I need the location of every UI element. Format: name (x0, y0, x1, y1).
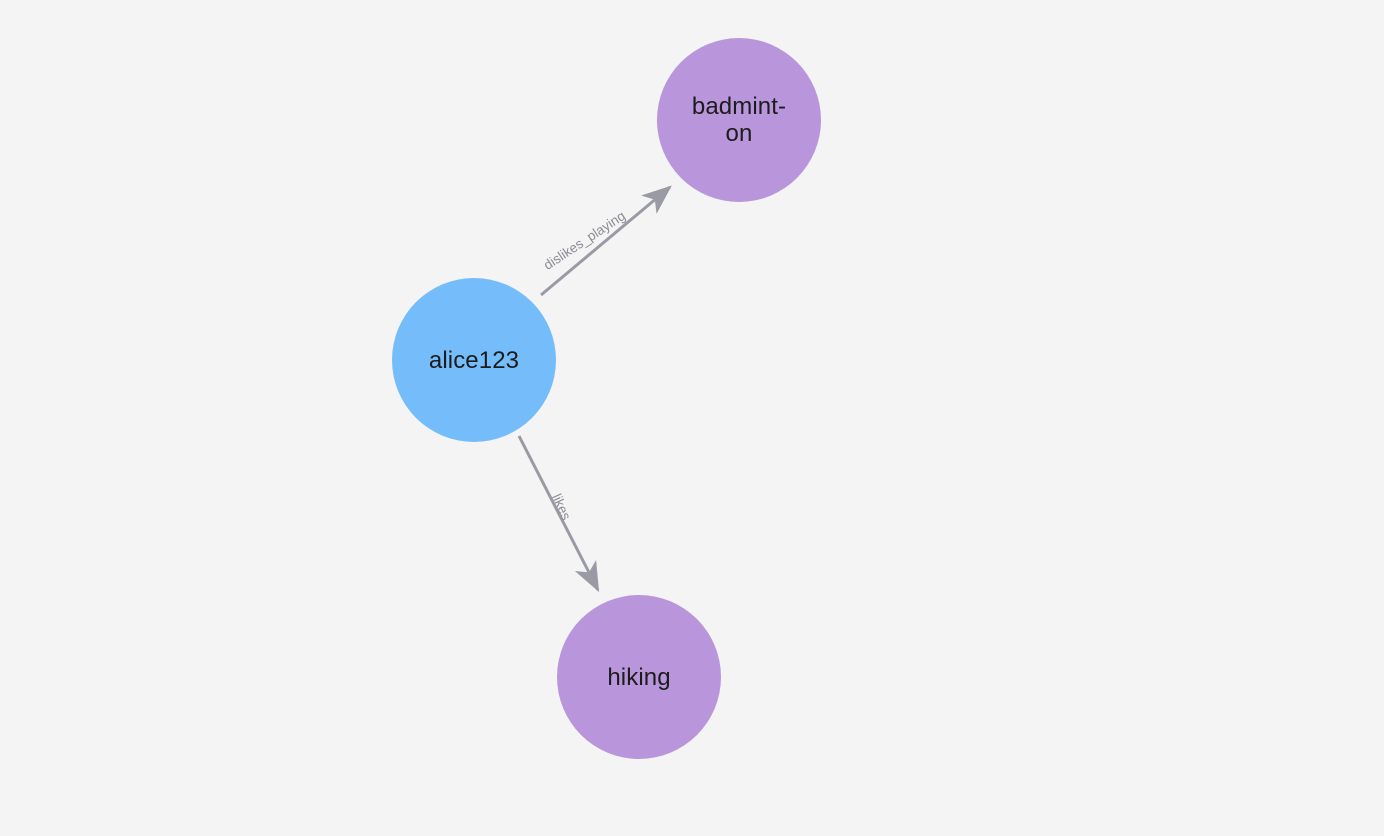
node-label-alice123: alice123 (428, 346, 520, 374)
node-label-hiking: hiking (607, 663, 671, 691)
edge-dislikes_playing[interactable] (540, 185, 672, 297)
graph-node-hiking[interactable]: hiking (557, 595, 721, 759)
graph-node-badminton[interactable]: badmint- on (657, 38, 821, 202)
graph-node-alice123[interactable]: alice123 (392, 278, 556, 442)
node-label-badminton: badmint- on (691, 93, 787, 147)
edge-likes[interactable] (517, 435, 600, 593)
